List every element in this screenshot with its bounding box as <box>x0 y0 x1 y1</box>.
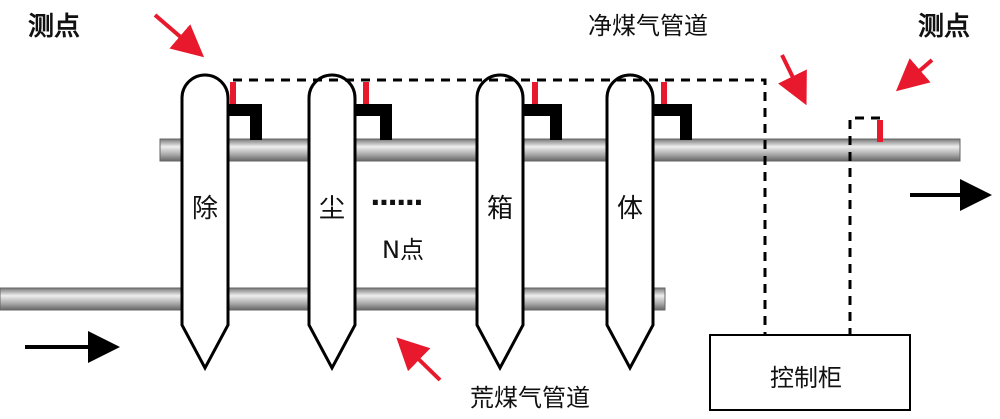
pointer-arrows <box>153 13 934 382</box>
bag-label: 体 <box>616 194 644 224</box>
ellipsis-dots: ······ <box>370 186 424 219</box>
filter-bag <box>475 73 525 372</box>
filter-bag <box>180 73 230 372</box>
raw-gas-pipe-label: 荒煤气管道 <box>470 384 590 412</box>
signal-lines <box>233 78 880 335</box>
filter-bag <box>605 73 655 372</box>
sensors <box>230 82 883 142</box>
flow-arrows <box>25 179 992 363</box>
bag-label: 除 <box>191 194 219 224</box>
n-points-label: N点 <box>382 236 424 264</box>
measure-point-label-right: 测点 <box>918 12 971 42</box>
bag-label: 尘 <box>318 194 346 224</box>
clean-gas-pipe <box>159 138 961 162</box>
connectors <box>226 104 692 140</box>
clean-gas-pipe-label: 净煤气管道 <box>588 12 708 40</box>
bag-label: 箱 <box>486 194 514 224</box>
control-cabinet-box <box>709 334 911 411</box>
measure-point-label-left: 测点 <box>28 12 81 42</box>
control-cabinet-label: 控制柜 <box>770 364 842 392</box>
filter-bag <box>307 73 357 372</box>
